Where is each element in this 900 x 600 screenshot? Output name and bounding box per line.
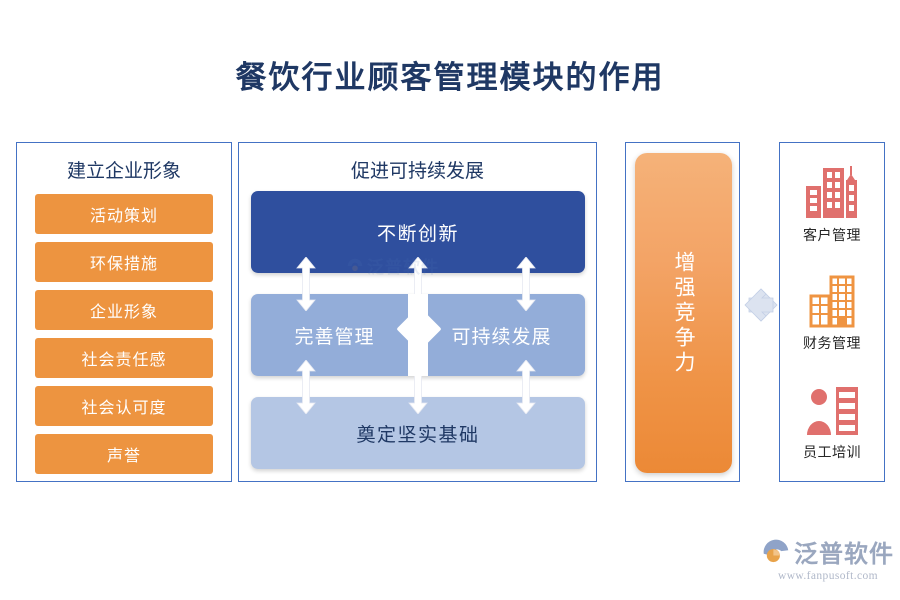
city-buildings-icon [806, 165, 857, 218]
band-foundation[interactable]: 奠定坚实基础 [251, 397, 585, 469]
competitiveness-panel: 增强竞争力 [625, 142, 740, 482]
band-management-right-label: 可持续发展 [451, 326, 552, 348]
band-management-left-label: 完善管理 [294, 326, 375, 348]
list-item[interactable]: 活动策划 [35, 194, 213, 234]
list-item[interactable]: 环保措施 [35, 242, 213, 282]
module-item-customer-label: 客户管理 [803, 226, 861, 243]
band-innovation[interactable]: 不断创新 [251, 191, 585, 273]
fanpu-logo-icon [763, 539, 789, 562]
list-item[interactable]: 社会认可度 [35, 386, 213, 426]
center-panel-title: 促进可持续发展 [350, 161, 484, 182]
module-item-training[interactable]: 员工培训 [801, 379, 863, 462]
module-item-finance-label: 财务管理 [803, 335, 861, 352]
logo-row: 泛普软件 [762, 534, 894, 569]
page-title: 餐饮行业顾客管理模块的作用 [235, 60, 665, 95]
module-item-training-label: 员工培训 [803, 444, 861, 461]
logo-name: 泛普软件 [794, 542, 894, 568]
module-item-finance[interactable]: 财务管理 [801, 270, 863, 353]
center-stack: 不断创新 泛普软件 [251, 191, 585, 469]
competitiveness-box[interactable]: 增强竞争力 [635, 153, 732, 473]
logo-url: www.fanpusoft.com [778, 570, 878, 582]
band-innovation-label: 不断创新 [376, 223, 459, 245]
list-item[interactable]: 声誉 [35, 434, 213, 474]
person-training-icon [807, 387, 858, 436]
icon-container [801, 270, 863, 328]
office-buildings-icon [809, 275, 855, 328]
competitiveness-label: 增强竞争力 [672, 250, 695, 376]
list-item[interactable]: 企业形象 [35, 290, 213, 330]
left-panel-item-list: 活动策划 环保措施 企业形象 社会责任感 社会认可度 声誉 [17, 194, 231, 474]
module-item-customer[interactable]: 客户管理 [801, 162, 863, 245]
left-panel-title: 建立企业形象 [66, 161, 181, 182]
modules-panel: 客户管理 [779, 142, 885, 482]
band-foundation-label: 奠定坚实基础 [356, 424, 480, 446]
icon-container [801, 379, 863, 437]
brand-logo: 泛普软件 www.fanpusoft.com [762, 534, 894, 582]
icon-container [801, 162, 863, 220]
center-panel: 促进可持续发展 不断创新 泛普软件 [238, 142, 597, 482]
left-panel: 建立企业形象 活动策划 环保措施 企业形象 社会责任感 社会认可度 声誉 [16, 142, 232, 482]
list-item[interactable]: 社会责任感 [35, 338, 213, 378]
left-right-arrow-diamond-icon [744, 288, 778, 322]
